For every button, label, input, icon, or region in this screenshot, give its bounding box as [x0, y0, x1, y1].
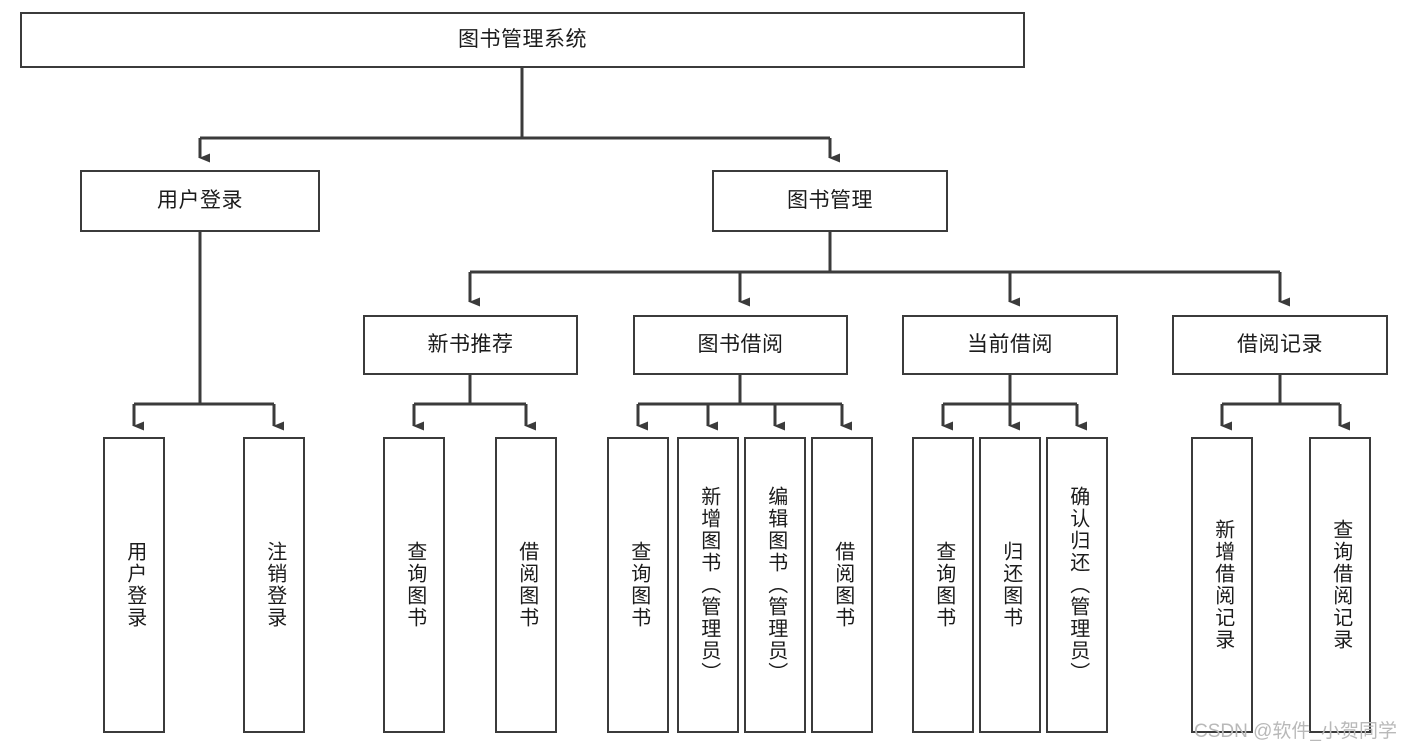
csdn-watermark: CSDN @软件_小贺同学: [1194, 721, 1397, 742]
node-label: 归还图书: [999, 541, 1022, 629]
node-leaf-user-login[interactable]: 用户登录: [103, 437, 165, 733]
node-label: 查询图书: [932, 541, 955, 629]
node-label: 用户登录: [157, 188, 243, 212]
node-book-management[interactable]: 图书管理: [712, 170, 948, 232]
node-label: 确认归还（管理员）: [1066, 486, 1089, 684]
node-leaf-query-book-current[interactable]: 查询图书: [912, 437, 974, 733]
node-label: 查询图书: [627, 541, 650, 629]
node-label: 借阅记录: [1237, 332, 1323, 356]
node-label: 图书管理系统: [458, 27, 587, 51]
node-label: 查询借阅记录: [1329, 519, 1352, 651]
node-label: 借阅图书: [831, 541, 854, 629]
node-leaf-edit-book-admin[interactable]: 编辑图书（管理员）: [744, 437, 806, 733]
node-label: 新书推荐: [427, 332, 514, 356]
node-leaf-borrow-book-recommend[interactable]: 借阅图书: [495, 437, 557, 733]
node-label: 图书管理: [787, 188, 873, 212]
node-label: 编辑图书（管理员）: [764, 486, 787, 684]
node-root-system[interactable]: 图书管理系统: [20, 12, 1025, 68]
node-leaf-confirm-return-admin[interactable]: 确认归还（管理员）: [1046, 437, 1108, 733]
node-label: 新增借阅记录: [1211, 519, 1234, 651]
node-label: 新增图书（管理员）: [697, 486, 720, 684]
node-leaf-logout[interactable]: 注销登录: [243, 437, 305, 733]
node-leaf-query-book-borrow[interactable]: 查询图书: [607, 437, 669, 733]
node-current-borrow[interactable]: 当前借阅: [902, 315, 1118, 375]
node-leaf-add-book-admin[interactable]: 新增图书（管理员）: [677, 437, 739, 733]
node-leaf-query-borrow-record[interactable]: 查询借阅记录: [1309, 437, 1371, 733]
node-leaf-add-borrow-record[interactable]: 新增借阅记录: [1191, 437, 1253, 733]
node-book-borrow[interactable]: 图书借阅: [633, 315, 848, 375]
node-leaf-query-book-recommend[interactable]: 查询图书: [383, 437, 445, 733]
node-label: 注销登录: [263, 541, 286, 629]
node-label: 当前借阅: [967, 332, 1053, 356]
node-label: 图书借阅: [697, 332, 784, 356]
node-user-login[interactable]: 用户登录: [80, 170, 320, 232]
node-borrow-record[interactable]: 借阅记录: [1172, 315, 1388, 375]
node-leaf-return-book[interactable]: 归还图书: [979, 437, 1041, 733]
node-label: 借阅图书: [515, 541, 538, 629]
node-leaf-borrow-book[interactable]: 借阅图书: [811, 437, 873, 733]
node-label: 查询图书: [403, 541, 426, 629]
node-new-book-recommend[interactable]: 新书推荐: [363, 315, 578, 375]
node-label: 用户登录: [123, 541, 146, 629]
